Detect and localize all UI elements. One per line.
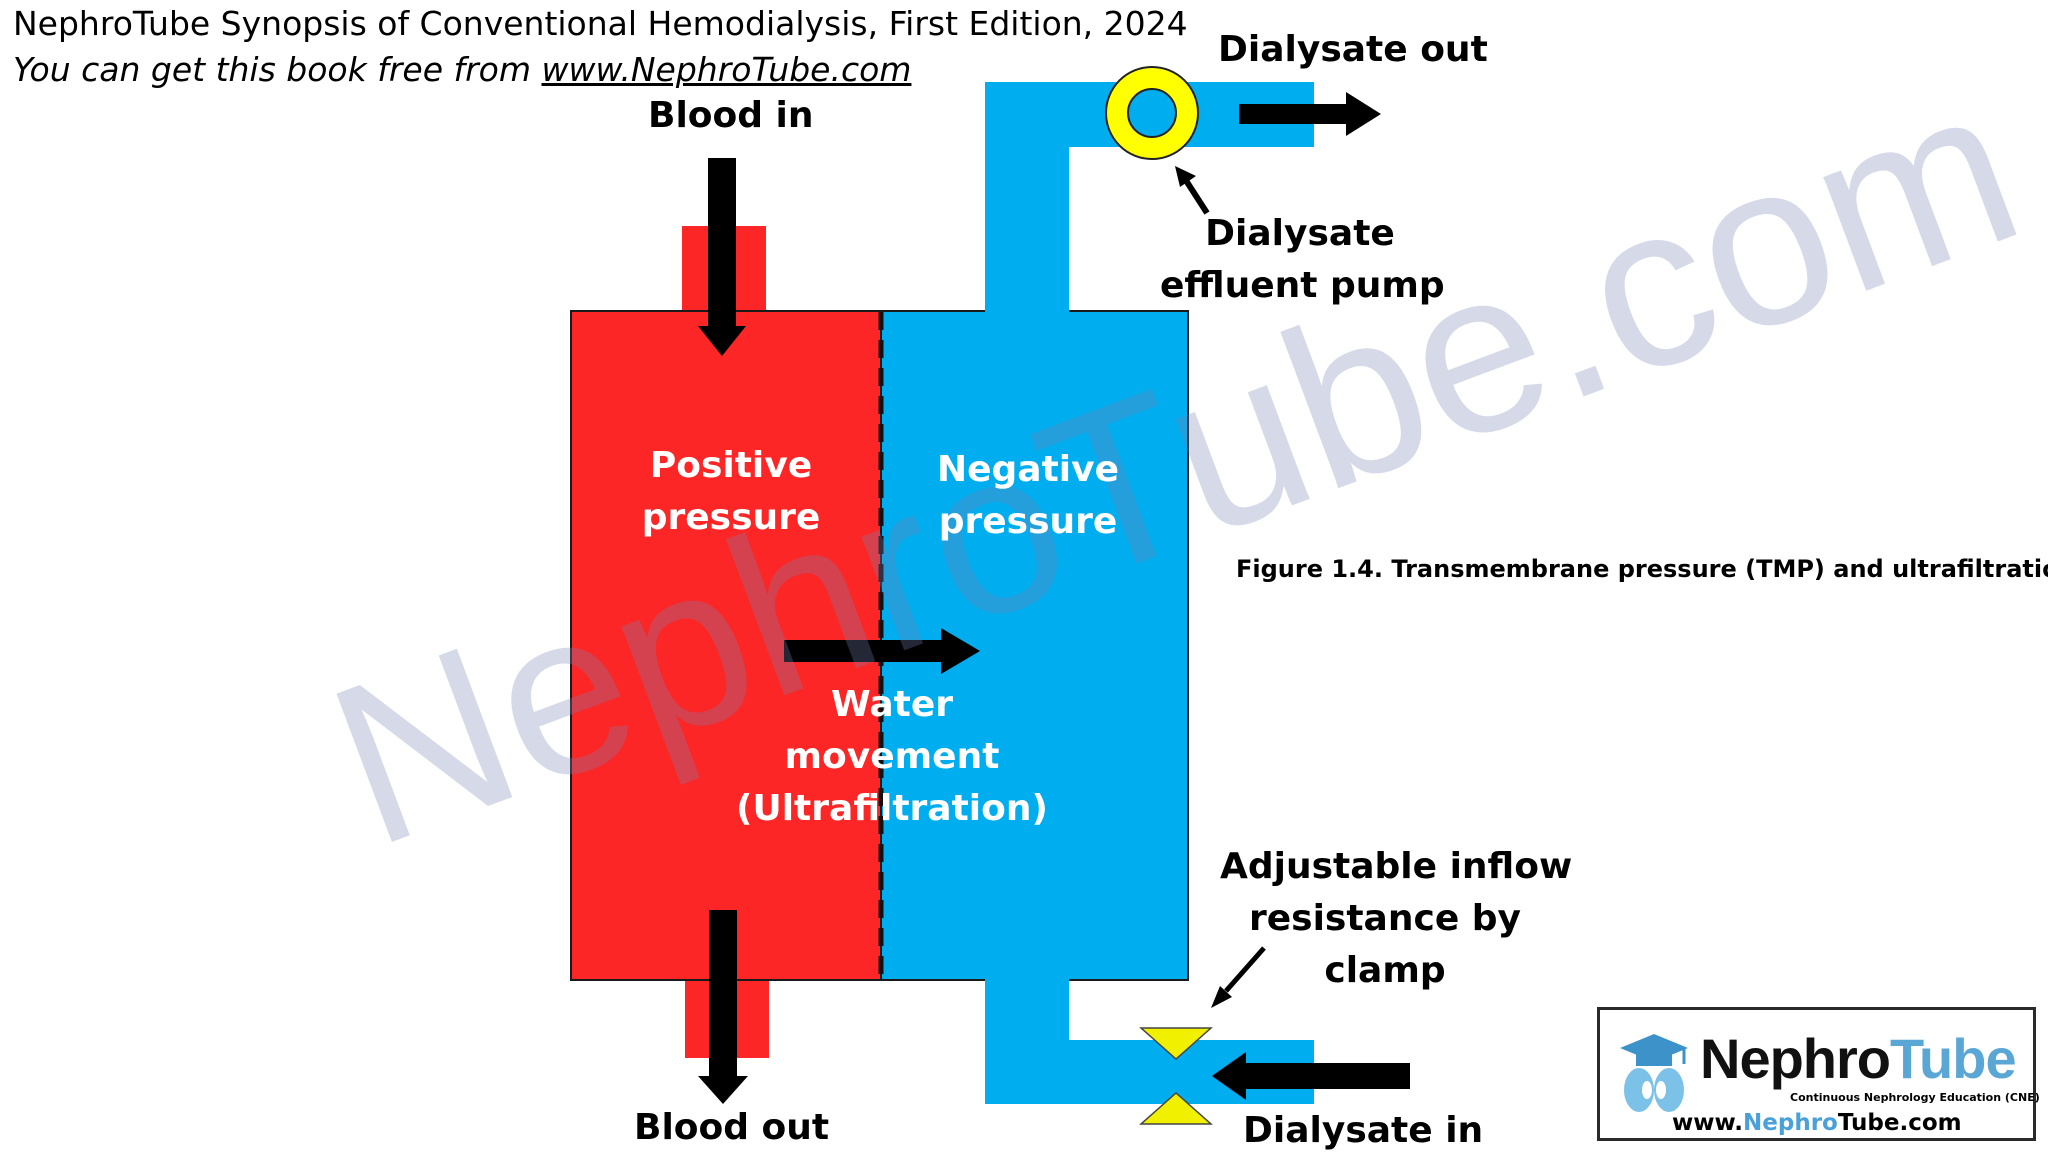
positive-pressure-label: Positive pressure: [606, 440, 856, 544]
clamp-pointer-arrow: [1211, 946, 1266, 1008]
inflow-clamp-bottom: [1139, 1091, 1213, 1125]
water-movement-arrow: [784, 628, 980, 674]
negative-pressure-label: Negative pressure: [903, 444, 1153, 548]
dialysate-out-label: Dialysate out: [1218, 29, 1488, 70]
logo-name-light: Tube: [1890, 1027, 2017, 1090]
nephrotube-logo: NephroTube Continuous Nephrology Educati…: [1597, 1007, 2040, 1141]
positive-line2: pressure: [641, 497, 821, 538]
logo-url-a: www.: [1672, 1110, 1744, 1136]
water-movement-label: Water movement (Ultrafiltration): [722, 679, 1062, 835]
dialysate-in-arrow: [1212, 1052, 1410, 1100]
dialysate-out-arrow: [1239, 92, 1381, 136]
blood-in-label: Blood in: [648, 95, 814, 136]
inflow-clamp-top: [1139, 1027, 1213, 1061]
clamp-label-line2: resistance by: [1248, 898, 1522, 939]
clamp-label: Adjustable inflow resistance by clamp: [1220, 841, 1573, 997]
pump-pointer-arrow: [1175, 166, 1210, 215]
logo-url-d: .com: [1899, 1110, 1962, 1136]
clamp-label-line3: clamp: [1324, 950, 1446, 991]
effluent-pump-label: Dialysate effluent pump: [1160, 208, 1445, 312]
positive-line1: Positive: [649, 445, 813, 486]
pump-label-line2: effluent pump: [1160, 265, 1445, 306]
dialysate-in-label: Dialysate in: [1243, 1110, 1484, 1151]
logo-url[interactable]: www.NephroTube.com: [1672, 1110, 1962, 1136]
blood-in-arrow: [698, 158, 746, 356]
water-line1: Water movement: [784, 684, 1000, 777]
logo-name-dark: Nephro: [1700, 1027, 1891, 1090]
pump-label-line1: Dialysate: [1205, 213, 1395, 254]
pump-center: [1127, 88, 1177, 138]
logo-url-b: Nephro: [1743, 1110, 1838, 1136]
blood-out-label: Blood out: [634, 1107, 830, 1148]
blood-out-arrow: [698, 910, 748, 1104]
kidney-graduation-cap-icon: [1620, 1034, 1688, 1112]
logo-tagline: Continuous Nephrology Education (CNE): [1790, 1091, 2040, 1104]
water-line2: (Ultrafiltration): [736, 788, 1048, 829]
book-availability-note: You can get this book free from www.Neph…: [13, 50, 911, 89]
book-title: NephroTube Synopsis of Conventional Hemo…: [13, 4, 1188, 43]
logo-name: NephroTube: [1700, 1026, 2017, 1091]
negative-line1: Negative: [936, 449, 1120, 490]
website-link[interactable]: www.NephroTube.com: [541, 50, 912, 89]
figure-caption: Figure 1.4. Transmembrane pressure (TMP)…: [1236, 555, 2048, 583]
logo-url-c: Tube: [1837, 1110, 1900, 1136]
negative-line2: pressure: [938, 501, 1118, 542]
clamp-label-line1: Adjustable inflow: [1220, 846, 1573, 887]
availability-prefix: You can get this book free from: [13, 50, 542, 89]
